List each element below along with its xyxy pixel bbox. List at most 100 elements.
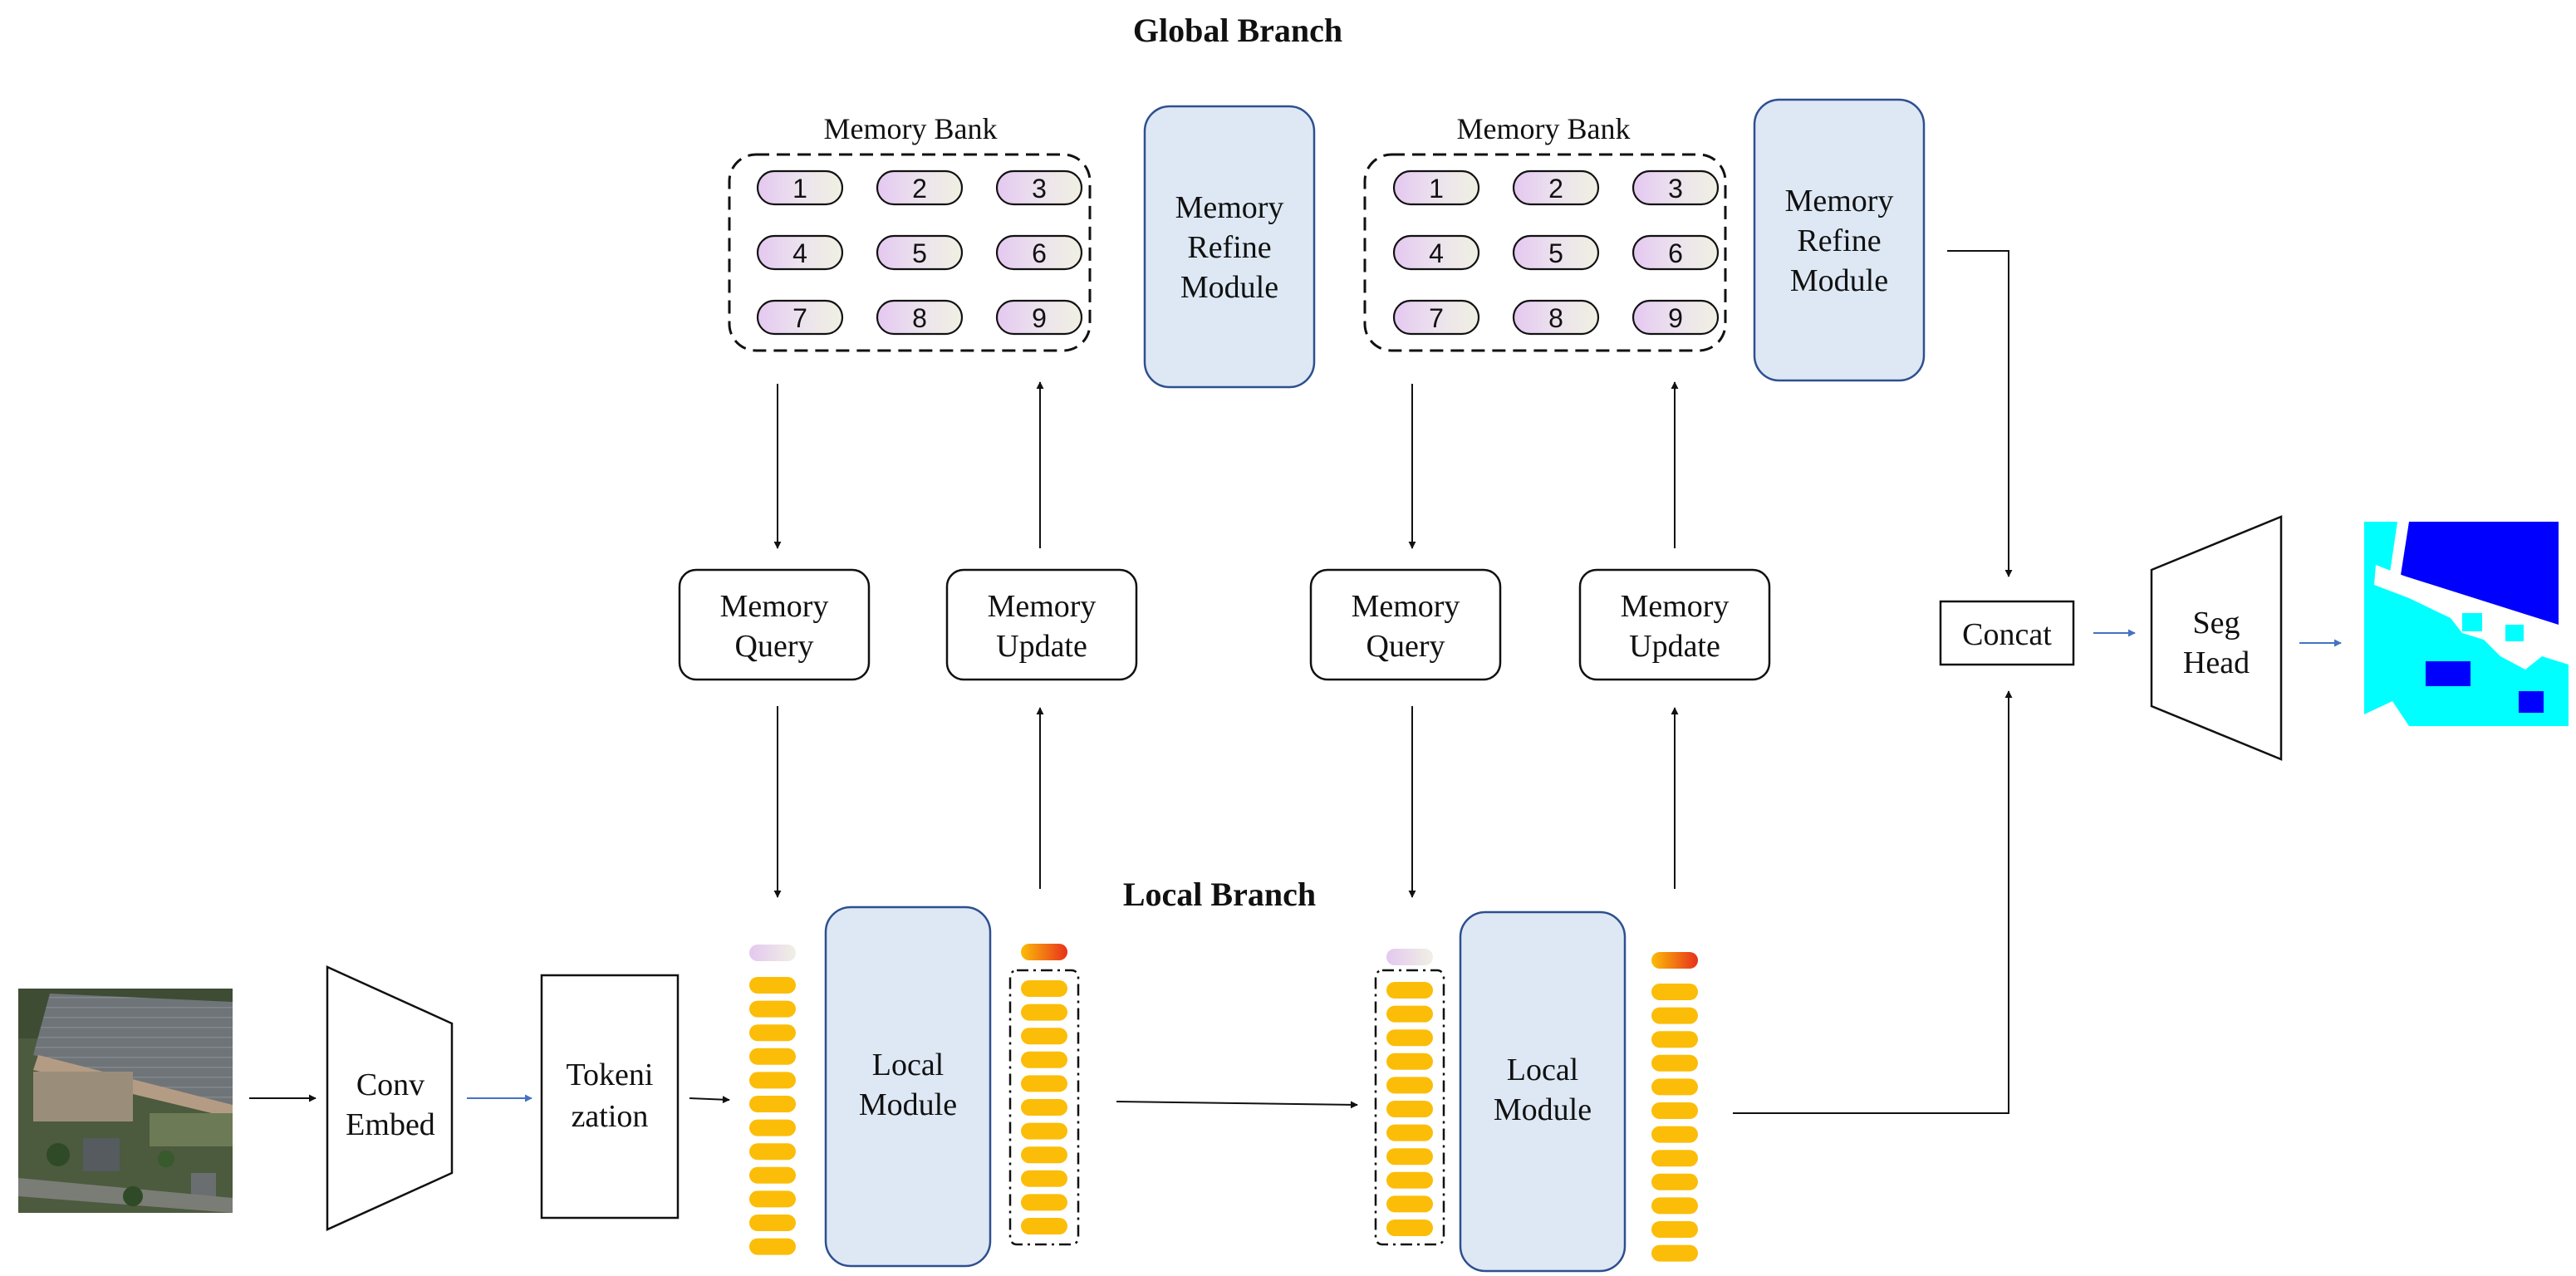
memory-slot-label: 5: [912, 238, 927, 268]
token: [1386, 1101, 1433, 1117]
token: [749, 1166, 796, 1184]
update-line: Update: [996, 629, 1087, 664]
token: [1651, 1221, 1698, 1238]
token-stack-3: [1374, 949, 1445, 1246]
memory-slot-5: 5: [1512, 234, 1600, 271]
token: [1021, 1194, 1067, 1211]
memory-slot-4: 4: [1392, 234, 1480, 271]
memory-slot-2: 2: [1512, 169, 1600, 206]
memory-slot-label: 8: [912, 303, 927, 333]
token: [1386, 1195, 1433, 1213]
update-line: Memory: [1621, 589, 1730, 624]
token: [749, 1072, 796, 1089]
memory-refine-module-2: Memory Refine Module: [1753, 98, 1926, 382]
segmentation-output: [2364, 522, 2569, 726]
token: [1386, 1171, 1433, 1189]
memory-slot-label: 2: [912, 174, 927, 204]
conv-embed-line: Embed: [346, 1107, 435, 1142]
token: [1651, 1007, 1698, 1024]
local-module-line: Local: [1507, 1053, 1579, 1087]
token: [1021, 1170, 1067, 1187]
memory-slot-label: 6: [1032, 238, 1047, 268]
local-module-line: Module: [859, 1087, 957, 1122]
local-module-2: Local Module: [1459, 910, 1627, 1273]
horizontal-arrows: [249, 629, 2342, 1109]
arrow-refine2-to-concat: [1947, 250, 2013, 577]
memory-update-box-1: Memory Update: [945, 568, 1138, 681]
memory-slot-label: 3: [1668, 174, 1683, 204]
input-image: [18, 989, 233, 1213]
token: [1386, 1053, 1433, 1070]
concat-block: Concat: [1939, 600, 2075, 666]
seg-head-line: Seg: [2193, 606, 2240, 640]
memory-slot-7: 7: [1392, 299, 1480, 336]
memory-slot-label: 2: [1548, 174, 1563, 204]
refine-line: Memory: [1175, 190, 1284, 225]
token: [1021, 1028, 1067, 1045]
token: [1386, 1220, 1433, 1236]
update-line: Memory: [988, 589, 1097, 624]
query-line: Memory: [720, 589, 829, 624]
memory-slot-label: 7: [1429, 303, 1444, 333]
conv-embed-line: Conv: [356, 1067, 424, 1102]
token: [1651, 1054, 1698, 1072]
memory-query-box-1: Memory Query: [678, 568, 871, 681]
token-stack-1: [749, 945, 796, 1255]
token-stack-border: [1008, 969, 1080, 1246]
token: [1021, 1075, 1067, 1092]
memory-slot-8: 8: [1512, 299, 1600, 336]
token-top: [1651, 952, 1698, 969]
arrow-stage1-to-stage2: [1116, 1101, 1358, 1109]
local-module-line: Module: [1494, 1092, 1592, 1127]
token: [749, 1096, 796, 1112]
memory-slot-3: 3: [995, 169, 1083, 206]
token: [1021, 1099, 1067, 1116]
token: [749, 1190, 796, 1208]
token: [1021, 1004, 1067, 1021]
memory-bank-label: Memory Bank: [1457, 112, 1631, 145]
token-top: [749, 945, 796, 961]
conv-embed-block: Conv Embed: [326, 965, 454, 1231]
token-top: [1386, 949, 1433, 965]
memory-query-box-2: Memory Query: [1309, 568, 1502, 681]
local-branch-title: Local Branch: [1123, 876, 1316, 913]
token: [1651, 1244, 1698, 1262]
refine-line: Memory: [1785, 184, 1894, 218]
global-branch-title: Global Branch: [1133, 12, 1342, 49]
token: [1651, 1078, 1698, 1096]
memory-slot-1: 1: [1392, 169, 1480, 206]
refine-line: Refine: [1797, 223, 1881, 258]
token: [1386, 1077, 1433, 1094]
memory-slot-6: 6: [1631, 234, 1720, 271]
token: [1651, 1197, 1698, 1215]
concat-label: Concat: [1962, 617, 2052, 652]
token: [749, 1024, 796, 1042]
memory-bank-label: Memory Bank: [824, 112, 998, 145]
token-stack-border: [1374, 969, 1445, 1246]
memory-slot-9: 9: [1631, 299, 1720, 336]
tokenization-block: Tokeni zation: [540, 974, 680, 1220]
memory-slot-label: 7: [792, 303, 807, 333]
memory-slot-label: 3: [1032, 174, 1047, 204]
token: [1651, 1102, 1698, 1119]
token-stack-2: [1008, 944, 1080, 1246]
memory-slot-label: 1: [1429, 174, 1444, 204]
token: [749, 1048, 796, 1065]
local-module-line: Local: [872, 1048, 945, 1082]
query-line: Query: [735, 629, 814, 664]
token: [1021, 1218, 1067, 1234]
memory-update-box-2: Memory Update: [1578, 568, 1771, 681]
memory-slot-label: 9: [1032, 303, 1047, 333]
arrow-token-to-stack: [689, 1096, 730, 1104]
memory-slot-1: 1: [756, 169, 844, 206]
token: [749, 1143, 796, 1161]
memory-slot-label: 4: [1429, 238, 1444, 268]
token: [1386, 982, 1433, 999]
token: [1021, 980, 1067, 997]
token: [1021, 1122, 1067, 1140]
memory-bank-border: [728, 153, 1092, 352]
arrow-local2-to-concat: [1733, 690, 2013, 1114]
